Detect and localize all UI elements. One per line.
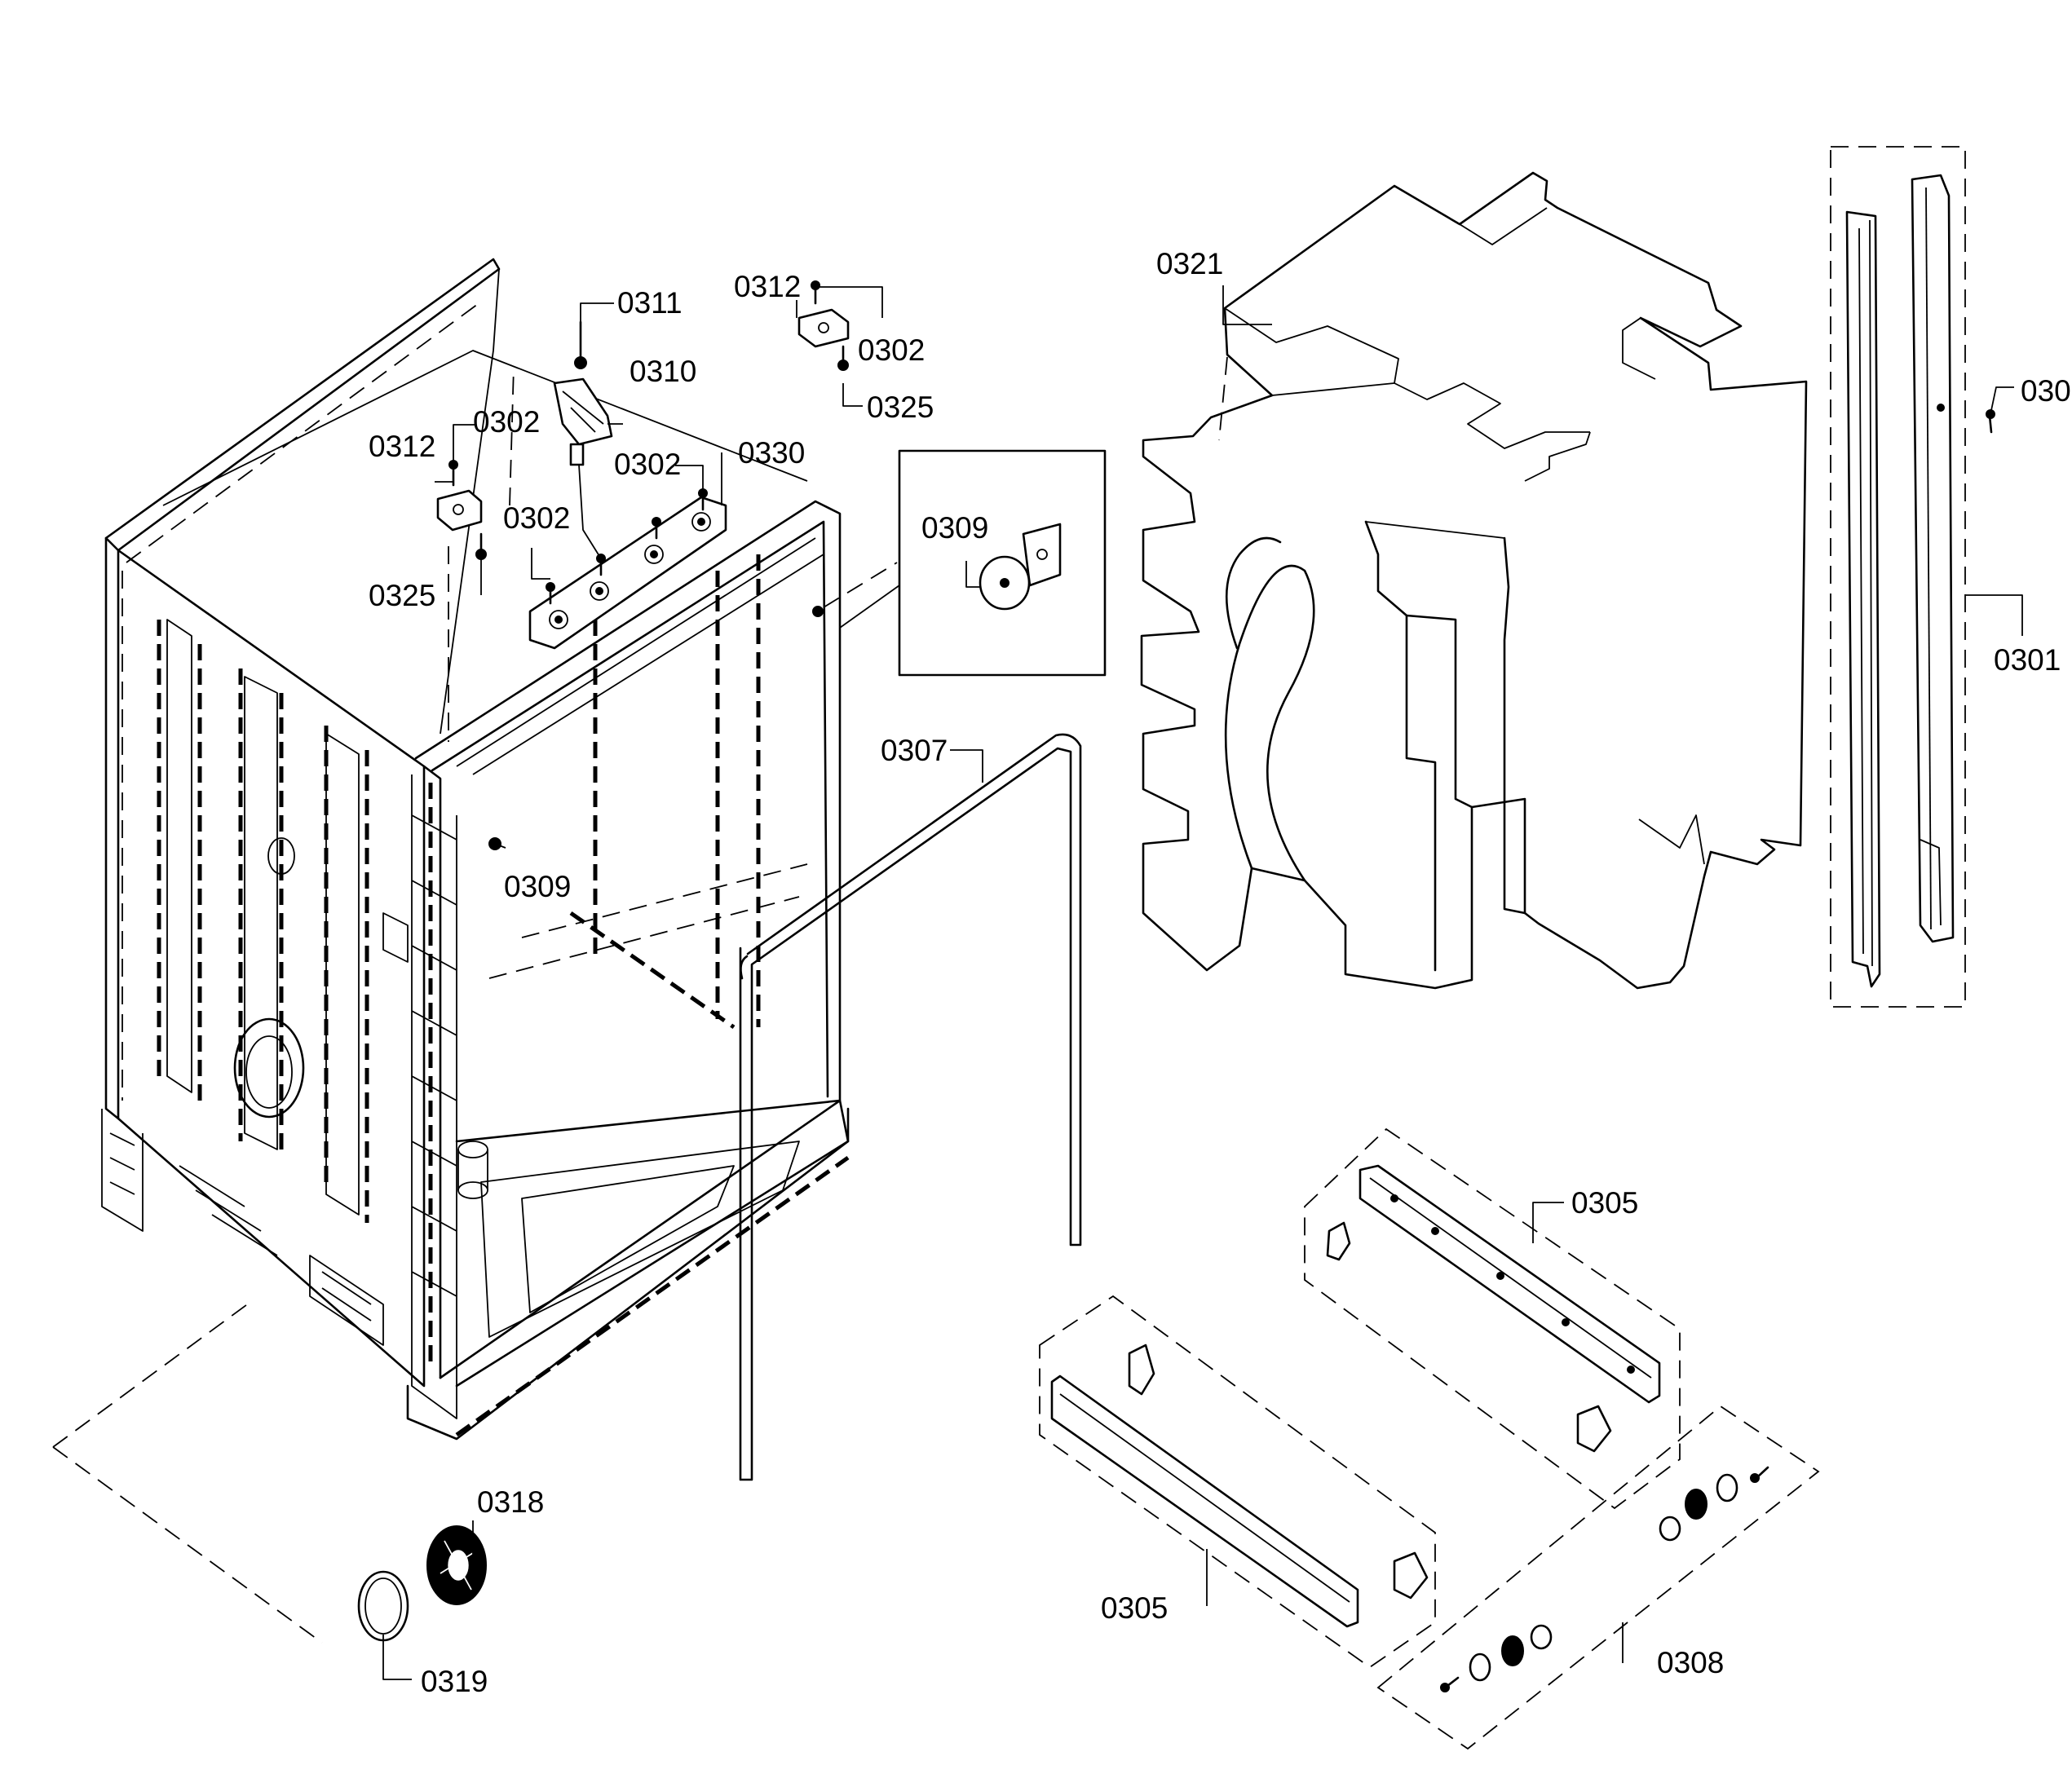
detail-box-0309 [839,449,1107,677]
callout-0319: 0319 [421,1665,488,1698]
callout-0312-right: 0312 [734,270,801,303]
callout-0302-left: 0302 [473,405,540,439]
callout-0309-tub: 0309 [504,870,571,903]
insulation-blanket-0321 [1140,171,1808,990]
callout-0302-right: 0302 [858,333,925,367]
dishwasher-tub [101,258,850,1441]
callout-0318: 0318 [477,1485,544,1519]
callout-0321: 0321 [1156,247,1223,280]
callout-0311: 0311 [617,286,683,320]
callout-0302-rail: 0302 [2021,374,2072,408]
callout-0307: 0307 [881,734,948,767]
callout-0301: 0301 [1994,643,2061,677]
projection-lines [52,366,898,1644]
leader-lines [382,285,2023,1680]
filter-parts [357,1525,487,1642]
rail-kit-0305-lower [1039,1295,1436,1669]
callout-0312-left: 0312 [369,430,435,463]
side-rail-kit-0301 [1830,146,1995,1008]
callout-0305-upper: 0305 [1571,1186,1638,1220]
callout-0325-right: 0325 [867,391,934,424]
callout-0325-left: 0325 [369,579,435,612]
top-bracket-assembly [436,280,850,742]
wheel-kit-0308 [1376,1405,1820,1750]
callout-0309-detail: 0309 [921,511,988,545]
callout-labels: 0321 0311 0312 0302 0310 0325 0302 0312 … [369,247,2072,1698]
door-seal-0307 [739,733,1082,1481]
callout-0308: 0308 [1657,1646,1724,1679]
callout-0310: 0310 [630,355,696,388]
callout-0330: 0330 [738,436,805,470]
callout-0302-mid: 0302 [614,448,681,481]
rail-kit-0305-upper [1304,1127,1681,1510]
callout-0305-lower: 0305 [1101,1591,1168,1625]
callout-0302-lower: 0302 [503,501,570,535]
